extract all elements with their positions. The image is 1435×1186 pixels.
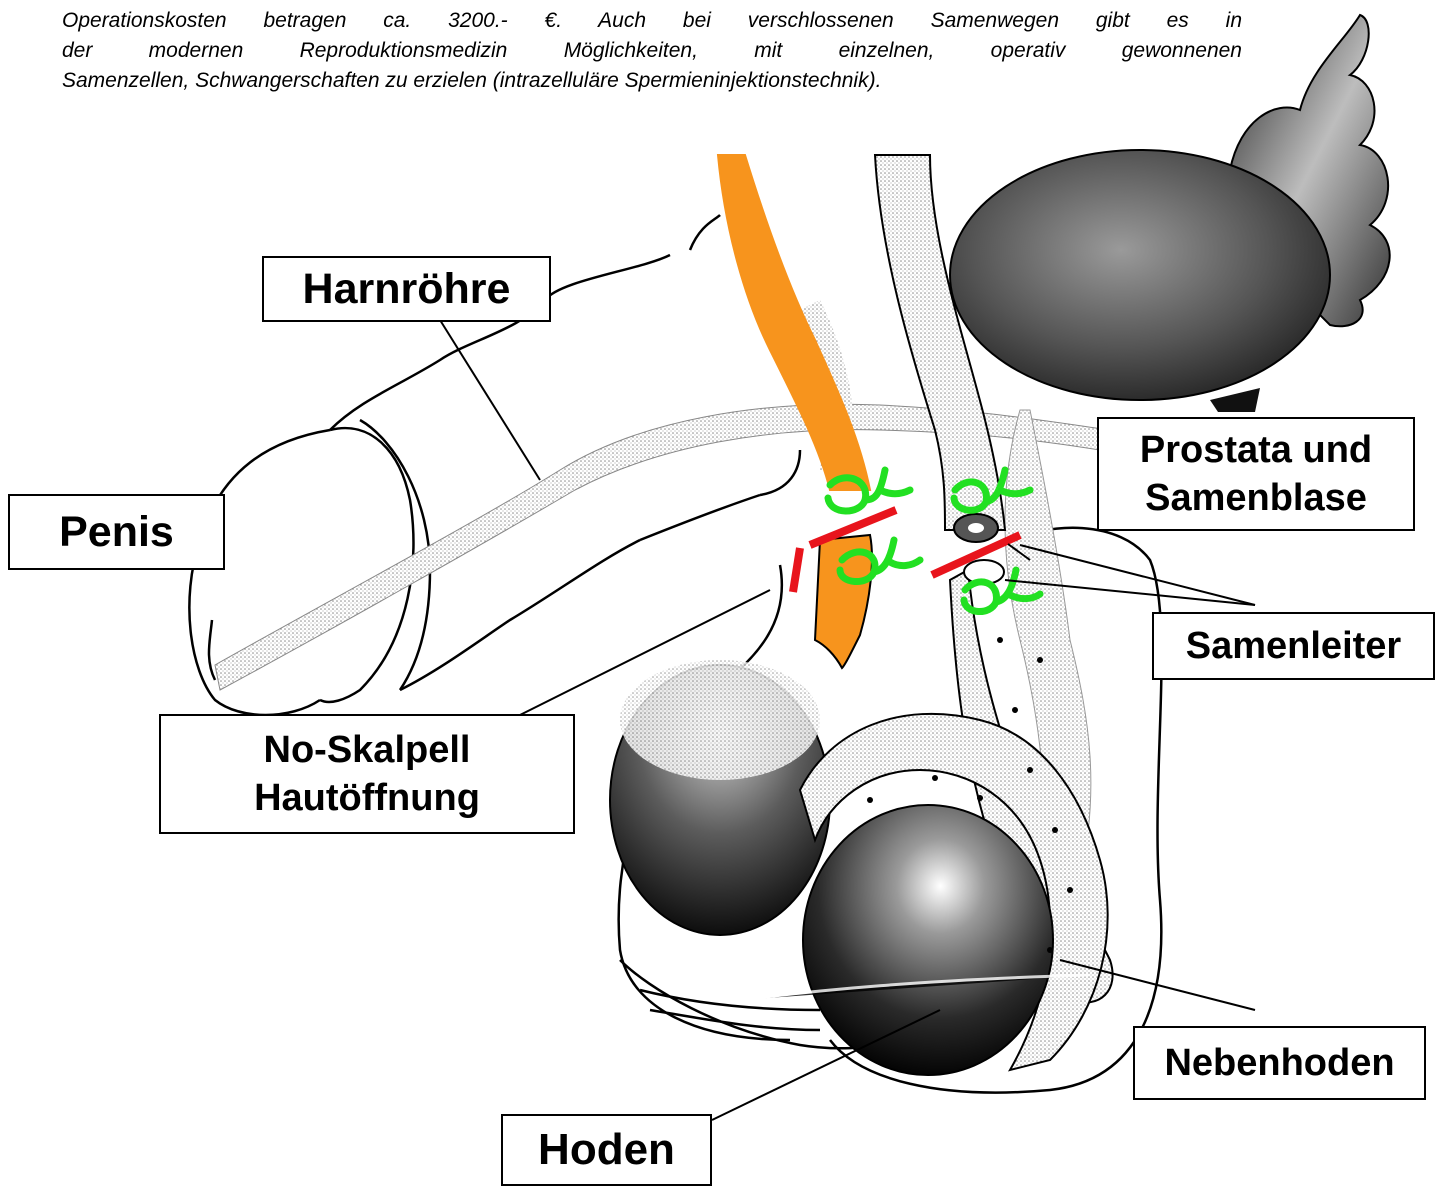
label-no-skalpell-line1: No-Skalpell [264, 726, 471, 774]
prostate-bladder [950, 150, 1330, 412]
label-samenleiter-text: Samenleiter [1186, 625, 1401, 668]
label-hoden-text: Hoden [538, 1125, 675, 1175]
label-harnroehre-text: Harnröhre [303, 265, 511, 314]
label-nebenhoden-text: Nebenhoden [1164, 1042, 1394, 1085]
label-penis-text: Penis [59, 508, 174, 557]
label-prostata-line2: Samenblase [1145, 474, 1367, 522]
label-prostata-samenblase: Prostata und Samenblase [1097, 417, 1415, 531]
left-testis [610, 660, 830, 935]
label-nebenhoden: Nebenhoden [1133, 1026, 1426, 1100]
label-no-skalpell-line2: Hautöffnung [254, 774, 480, 822]
label-prostata-line1: Prostata und [1140, 426, 1372, 474]
label-penis: Penis [8, 494, 225, 570]
label-no-skalpell: No-Skalpell Hautöffnung [159, 714, 575, 834]
label-hoden: Hoden [501, 1114, 712, 1186]
label-harnroehre: Harnröhre [262, 256, 551, 322]
label-samenleiter: Samenleiter [1152, 612, 1435, 680]
